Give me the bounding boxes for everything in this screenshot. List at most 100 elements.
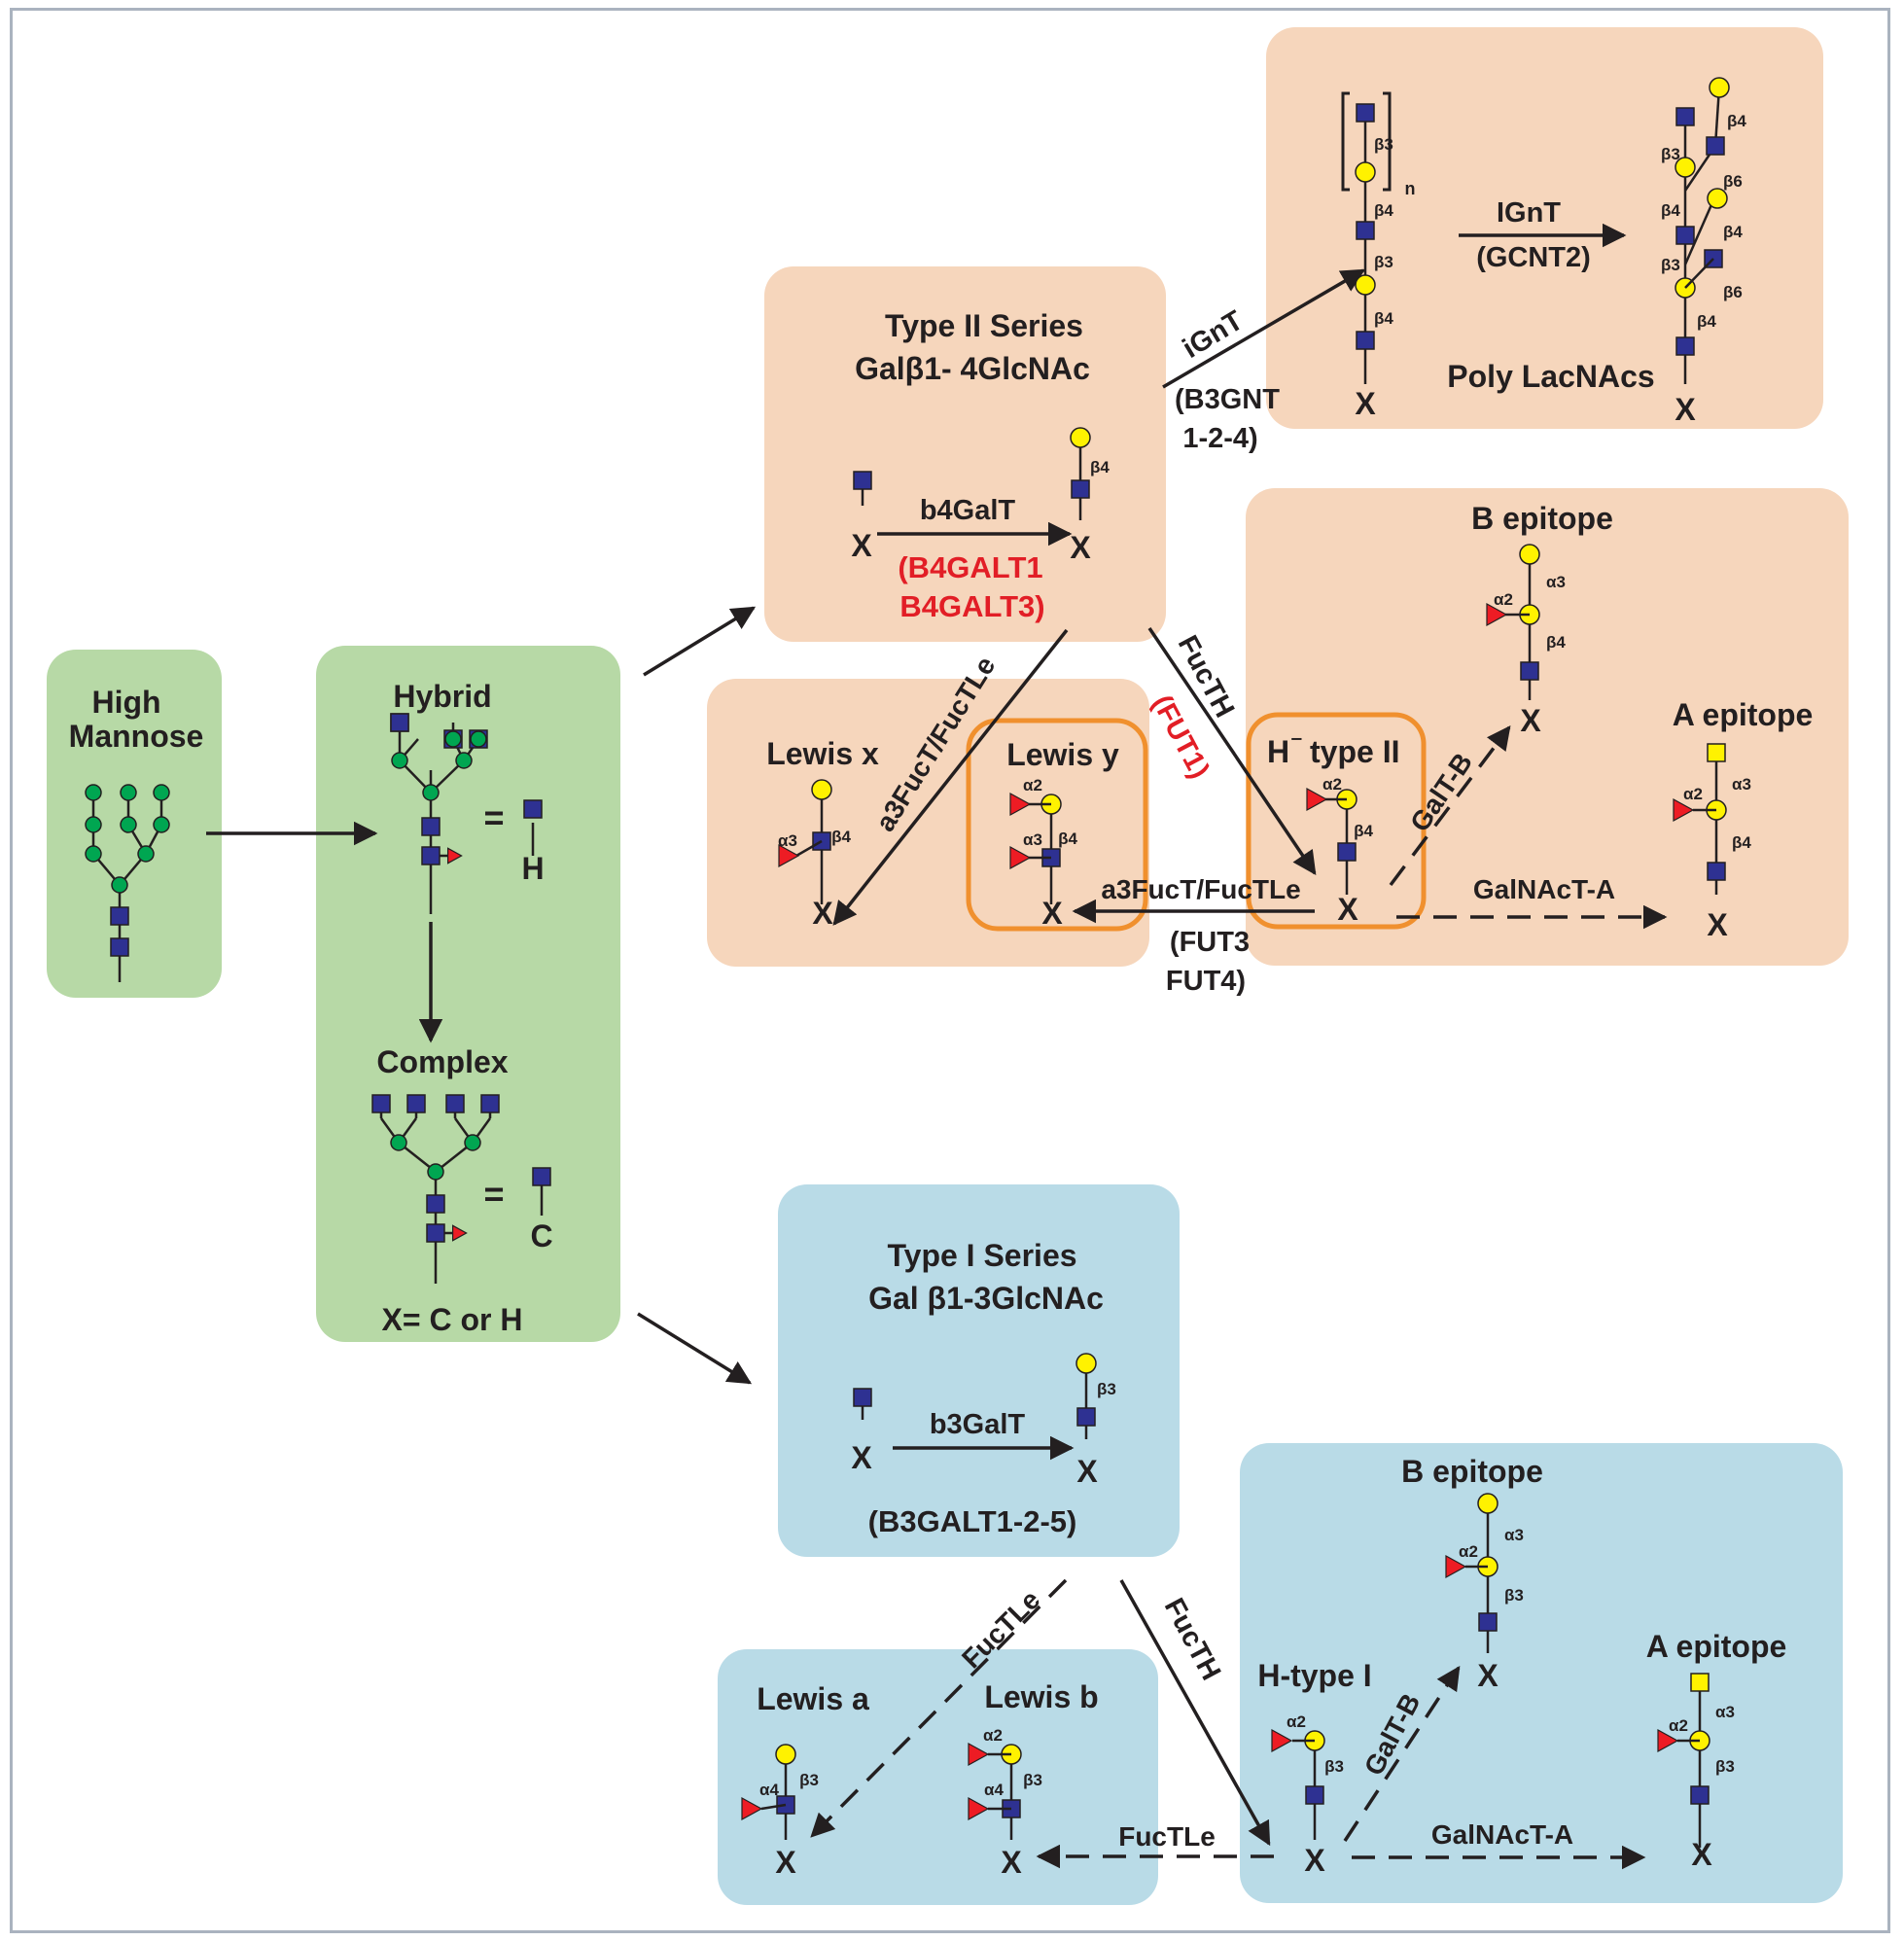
label-a-epitope-type1: A epitope [1646,1629,1787,1664]
label-type1-linkage: Gal β1-3GlcNAc [868,1281,1104,1316]
label-b4galt: b4GalT [920,495,1016,526]
linkage-label: α2 [983,1726,1003,1745]
linkage-label: α3 [1546,573,1566,591]
linkage-label: β4 [1546,633,1566,652]
galactose-circle-icon [1519,544,1540,565]
linkage-label: X [1707,907,1728,942]
galactose-circle-icon [775,1744,796,1765]
linkage-label: X [812,896,833,931]
glcnac-square-icon [406,1094,426,1113]
galactose-circle-icon [1477,1493,1499,1514]
glycosidic-bond [795,839,823,858]
linkage-label: β3 [1097,1380,1116,1398]
linkage-label: X [1304,1843,1325,1878]
linkage-label: β6 [1723,283,1743,301]
linkage-label: β4 [1374,309,1393,328]
arrow-a3fuct-to-lewisx [832,628,1069,926]
glcnac-square-icon [1071,479,1090,499]
fucose-triangle-icon [741,1796,763,1821]
label-hybrid: Hybrid [393,679,491,714]
galactose-circle-icon [1355,161,1376,183]
linkage-label: X [1355,386,1376,421]
label-b3galt: b3GalT [930,1409,1026,1440]
linkage-label: β3 [1324,1757,1344,1776]
glcnac-square-icon [1675,336,1695,356]
linkage-label: X [775,1845,796,1880]
label-galnact-a-type1: GalNAcT-A [1431,1819,1573,1850]
fucose-triangle-icon [1009,792,1032,817]
linkage-label: β4 [1732,833,1751,852]
arrow-fucth-to-htype2 [1147,627,1317,876]
linkage-label: X [1001,1845,1022,1880]
linkage-label: β3 [1715,1757,1735,1776]
arrow-fucth-to-htype1 [1119,1579,1271,1847]
label-high-mannose-2: Mannose [69,719,204,754]
linkage-label: X [1337,892,1358,927]
linkage-label: α2 [1459,1542,1478,1561]
fucose-triangle-icon [447,847,463,865]
mannose-circle-icon [85,816,102,833]
mannose-circle-icon [390,1134,407,1151]
linkage-label: β4 [1661,201,1680,220]
mannose-circle-icon [120,816,137,833]
label-type2-title: Type II Series [885,308,1083,343]
mannose-circle-icon [111,876,128,894]
linkage-label: X [1675,392,1696,427]
label-b-epitope-type2: B epitope [1471,501,1613,536]
mannose-circle-icon [153,816,170,833]
label-b3gnt-2: 1-2-4) [1182,423,1257,454]
galactose-circle-icon [1355,274,1376,296]
label-h-type2-h: H [1267,734,1289,769]
label-b4galt-gene-1: (B4GALT1 [898,550,1042,584]
linkage-label: β4 [1374,201,1393,220]
mannose-circle-icon [137,845,155,863]
panel-lewis-ab [718,1649,1158,1905]
arrow-galtb-type2 [1389,725,1511,887]
panel-type2 [764,266,1166,642]
label-poly-lacnacs: Poly LacNAcs [1447,359,1654,394]
galactose-circle-icon [1075,1353,1097,1374]
fucose-triangle-icon [1009,845,1032,870]
glcnac-square-icon [1305,1785,1324,1805]
label-h: H [521,851,544,886]
glcnac-square-icon [1690,1785,1710,1805]
glcnac-square-icon [1356,221,1375,240]
glcnac-square-icon [480,1094,500,1113]
linkage-label: β4 [1090,458,1110,476]
glcnac-square-icon [1478,1612,1498,1632]
linkage-label: β4 [1697,312,1716,331]
linkage-label: α2 [1287,1712,1306,1731]
glcnac-square-icon [110,906,129,926]
figure-frame [10,8,1890,1933]
glcnac-square-icon [523,799,543,819]
mannose-circle-icon [444,730,462,748]
fucose-triangle-icon [1306,787,1328,812]
fucose-triangle-icon [1445,1554,1467,1579]
linkage-label: X [1041,896,1063,931]
glcnac-square-icon [445,1094,465,1113]
linkage-label: X [1520,703,1541,738]
linkage-label: α3 [1023,830,1042,849]
glcnac-square-icon [1337,842,1357,862]
arrows [206,223,1668,1870]
label-lewis-x: Lewis x [766,736,879,771]
linkage-label: β4 [1723,223,1743,241]
panel-hybrid-complex [316,646,620,1342]
linkage-label: β3 [1374,253,1393,271]
glcnac-square-icon [1707,862,1726,881]
label-x-definition: X= C or H [382,1302,523,1337]
linkage-label: β3 [1661,256,1680,274]
linkage-label: β3 [1504,1586,1524,1605]
glcnac-square-icon [1675,107,1695,126]
linkage-label: X [851,528,872,563]
linkage-label: β3 [1023,1771,1042,1789]
galnac-square-icon [1690,1673,1710,1692]
linkage-label: α3 [1504,1526,1524,1544]
label-b3gnt-1: (B3GNT [1175,384,1280,415]
fucose-triangle-icon [1673,797,1695,823]
glcnac-square-icon [110,937,129,957]
label-type1-title: Type I Series [887,1238,1076,1273]
glycosidic-bond [760,1803,787,1811]
